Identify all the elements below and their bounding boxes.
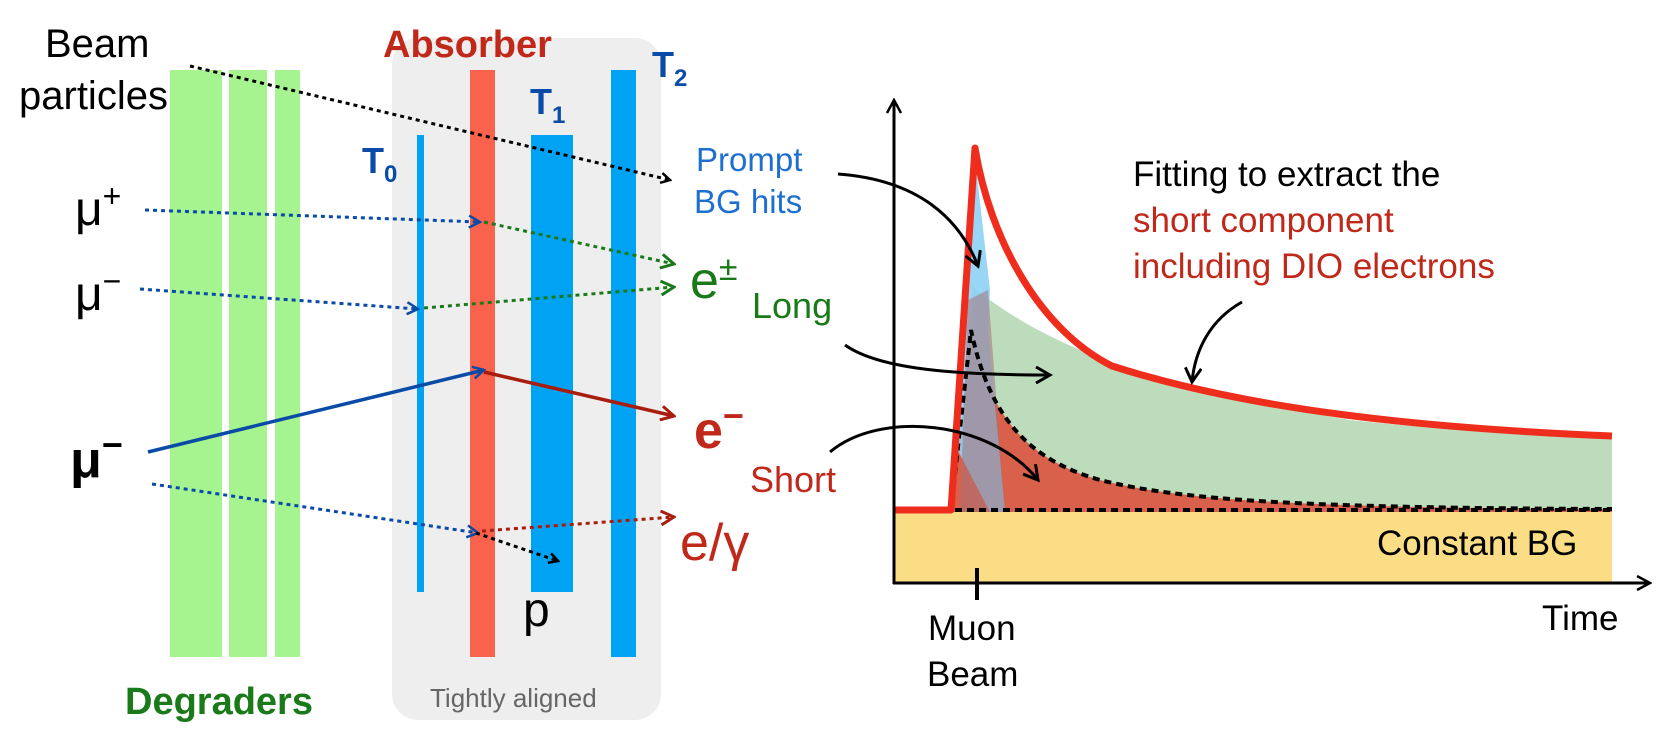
degraders-label: Degraders [125, 681, 313, 723]
beam-arrow [189, 64, 670, 180]
tightly-aligned-label: Tightly aligned [430, 683, 597, 713]
t0-label: T0 [362, 140, 397, 188]
t1-counter [531, 135, 573, 592]
t1-label: T1 [530, 81, 565, 129]
mu-minus-2-arrow [147, 370, 484, 454]
fit-label-line1: Fitting to extract the [1133, 155, 1440, 194]
t2-counter [611, 70, 636, 657]
e-gamma-arrow [481, 517, 674, 533]
detector-enclosure [392, 38, 661, 720]
prompt-label-line2: BG hits [694, 183, 802, 220]
fit-curve [894, 144, 1613, 514]
short-component-area [952, 330, 1612, 512]
e-minus-label: e− [694, 395, 744, 460]
time-label: Time [1542, 599, 1618, 638]
mu-minus-3-arrow [151, 482, 478, 533]
fit-label-line2: short component [1133, 201, 1394, 240]
beam-label-line1: Beam [45, 22, 150, 66]
beam-label-line2: particles [19, 74, 168, 118]
mu-minus-1-label: μ− [75, 263, 121, 321]
fit-label-line3: including DIO electrons [1133, 247, 1495, 286]
e-pm-arrow-2 [423, 287, 674, 310]
degrader-bar-2 [229, 70, 267, 657]
long-label: Long [752, 285, 832, 326]
short-label: Short [750, 459, 836, 500]
muon-beam-label-line2: Beam [927, 655, 1018, 694]
degrader-bar-1 [170, 70, 222, 657]
e-minus-arrow [483, 370, 674, 416]
e-gamma-label: e/γ [680, 514, 749, 572]
short-curved-arrow [829, 425, 1038, 480]
long-curved-arrow [844, 343, 1050, 375]
proton-arrow [475, 531, 558, 561]
prompt-overlap-area [960, 290, 1005, 512]
t0-counter [417, 135, 424, 592]
absorber-label: Absorber [383, 24, 552, 66]
prompt-label-line1: Prompt [696, 141, 802, 178]
long-component-area [972, 286, 1612, 509]
prompt-curved-arrow [837, 172, 978, 266]
fit-curved-arrow [1192, 300, 1243, 382]
absorber-bar [470, 70, 495, 657]
e-pm-label: e± [690, 250, 738, 310]
muon-beam-label-line1: Muon [928, 609, 1016, 648]
mu-minus-1-arrow [139, 287, 418, 309]
mu-plus-label: μ+ [75, 178, 121, 236]
constant-bg-region [894, 512, 1612, 582]
mu-minus-2-label: μ− [70, 424, 123, 489]
e-pm-arrow-1 [483, 220, 674, 264]
constant-bg-label: Constant BG [1377, 524, 1577, 563]
degrader-bar-3 [275, 70, 300, 657]
t2-label: T2 [652, 44, 687, 92]
proton-label: p [523, 584, 550, 637]
